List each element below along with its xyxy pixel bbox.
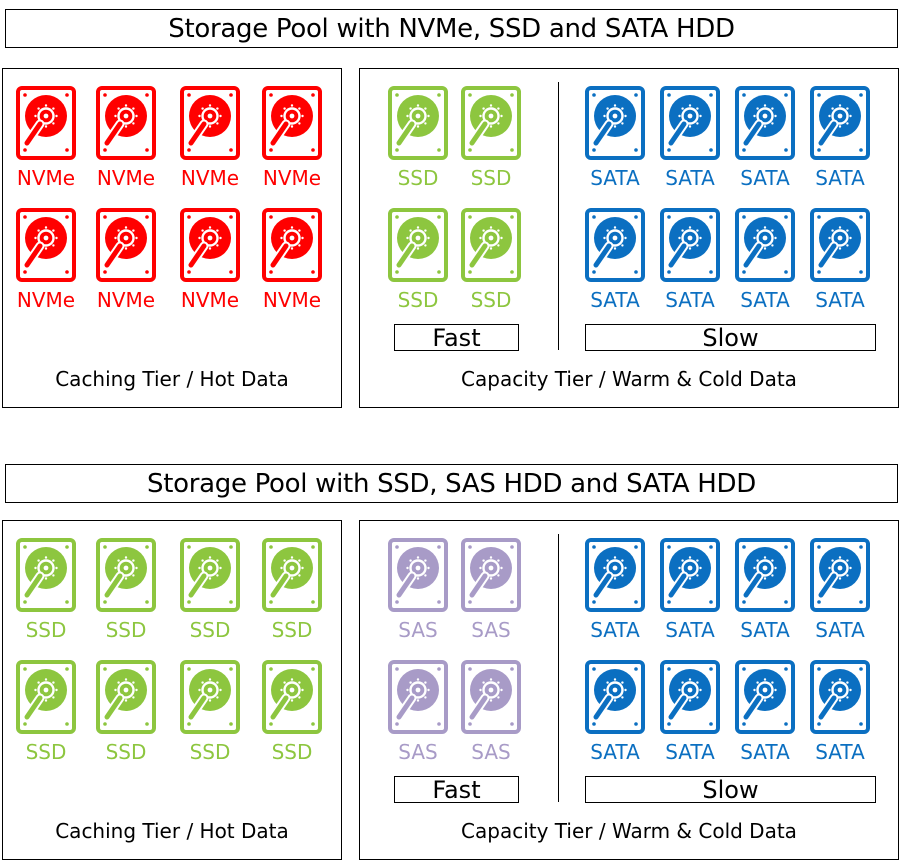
diagram-2-slow-sata-drive-icon-3	[735, 538, 795, 612]
diagram-1-caching-tier-panel	[2, 68, 342, 408]
diagram-2-slow-drive-label-7: SATA	[740, 740, 790, 764]
diagram-1-capacity-tier-caption: Capacity Tier / Warm & Cold Data	[461, 367, 797, 391]
diagram-1-slow-drive-label-8: SATA	[815, 288, 865, 312]
diagram-1-slow-box: Slow	[585, 324, 876, 352]
diagram-1-caching-tier-caption: Caching Tier / Hot Data	[55, 367, 289, 391]
diagram-1-slow-sata-drive-icon-2	[660, 86, 720, 160]
diagram-1-caching-drive-label-7: NVMe	[180, 288, 240, 312]
diagram-2-slow-sata-drive-icon-7	[735, 660, 795, 734]
diagram-1-slow-drive-label-6: SATA	[665, 288, 715, 312]
diagram-1-slow-sata-drive-icon-5	[585, 208, 645, 282]
diagram-1-caching-drive-label-4: NVMe	[262, 166, 322, 190]
diagram-1-slow-sata-drive-icon-3	[735, 86, 795, 160]
diagram-2-slow-drive-label-3: SATA	[740, 618, 790, 642]
diagram-1-fast-drive-label-2: SSD	[470, 166, 512, 190]
diagram-2-fast-drive-label-1: SAS	[398, 618, 438, 642]
diagram-1-slow-sata-drive-icon-4	[810, 86, 870, 160]
diagram-2-caching-drive-label-7: SSD	[189, 740, 231, 764]
diagram-2-caching-ssd-drive-icon-6	[96, 660, 156, 734]
diagram-1-caching-nvme-drive-icon-2	[96, 86, 156, 160]
diagram-2-capacity-tier-panel	[359, 520, 899, 860]
diagram-2-slow-sata-drive-icon-2	[660, 538, 720, 612]
diagram-1-fast-drive-label-3: SSD	[397, 288, 439, 312]
diagram-2-capacity-tier-caption: Capacity Tier / Warm & Cold Data	[461, 819, 797, 843]
diagram-2-caching-ssd-drive-icon-2	[96, 538, 156, 612]
diagram-1-caching-drive-label-8: NVMe	[262, 288, 322, 312]
diagram-2-caching-ssd-drive-icon-3	[180, 538, 240, 612]
diagram-1-title: Storage Pool with NVMe, SSD and SATA HDD	[5, 9, 898, 48]
diagram-2-title: Storage Pool with SSD, SAS HDD and SATA …	[5, 464, 898, 503]
diagram-2-fast-sas-drive-icon-2	[461, 538, 521, 612]
diagram-1-slow-drive-label-1: SATA	[590, 166, 640, 190]
diagram-2-slow-drive-label-1: SATA	[590, 618, 640, 642]
diagram-2-caching-drive-label-4: SSD	[271, 618, 313, 642]
diagram-1-fast-drive-label-1: SSD	[397, 166, 439, 190]
diagram-2-caching-tier-caption: Caching Tier / Hot Data	[55, 819, 289, 843]
diagram-2-caching-ssd-drive-icon-5	[16, 660, 76, 734]
diagram-1-caching-drive-label-5: NVMe	[16, 288, 76, 312]
diagram-1-caching-nvme-drive-icon-3	[180, 86, 240, 160]
diagram-2-slow-sata-drive-icon-8	[810, 660, 870, 734]
diagram-1-tier-divider	[558, 82, 559, 350]
diagram-1-fast-ssd-drive-icon-2	[461, 86, 521, 160]
diagram-1-caching-drive-label-6: NVMe	[96, 288, 156, 312]
diagram-1-fast-ssd-drive-icon-3	[388, 208, 448, 282]
diagram-1-caching-nvme-drive-icon-4	[262, 86, 322, 160]
diagram-1-caching-nvme-drive-icon-7	[180, 208, 240, 282]
diagram-2-caching-ssd-drive-icon-1	[16, 538, 76, 612]
diagram-2-fast-sas-drive-icon-1	[388, 538, 448, 612]
diagram-2-slow-sata-drive-icon-6	[660, 660, 720, 734]
diagram-1-slow-drive-label-5: SATA	[590, 288, 640, 312]
diagram-2-caching-drive-label-8: SSD	[271, 740, 313, 764]
diagram-1-slow-sata-drive-icon-1	[585, 86, 645, 160]
diagram-2-fast-sas-drive-icon-4	[461, 660, 521, 734]
diagram-2-caching-drive-label-6: SSD	[105, 740, 147, 764]
diagram-1-slow-drive-label-4: SATA	[815, 166, 865, 190]
diagram-2-fast-drive-label-4: SAS	[471, 740, 511, 764]
diagram-2-fast-box: Fast	[394, 776, 519, 804]
diagram-1-slow-sata-drive-icon-6	[660, 208, 720, 282]
diagram-2-slow-drive-label-6: SATA	[665, 740, 715, 764]
diagram-1-caching-drive-label-3: NVMe	[180, 166, 240, 190]
diagram-2-caching-ssd-drive-icon-4	[262, 538, 322, 612]
diagram-2-caching-ssd-drive-icon-8	[262, 660, 322, 734]
diagram-2-fast-drive-label-3: SAS	[398, 740, 438, 764]
diagram-1-caching-nvme-drive-icon-1	[16, 86, 76, 160]
diagram-2-caching-tier-panel	[2, 520, 342, 860]
diagram-1-slow-sata-drive-icon-8	[810, 208, 870, 282]
diagram-2-fast-sas-drive-icon-3	[388, 660, 448, 734]
diagram-2-slow-sata-drive-icon-5	[585, 660, 645, 734]
diagram-2-slow-drive-label-8: SATA	[815, 740, 865, 764]
diagram-1-fast-box: Fast	[394, 324, 519, 352]
diagram-2-caching-drive-label-5: SSD	[25, 740, 67, 764]
diagram-2-slow-drive-label-2: SATA	[665, 618, 715, 642]
diagram-1-slow-drive-label-2: SATA	[665, 166, 715, 190]
diagram-1-caching-nvme-drive-icon-6	[96, 208, 156, 282]
diagram-2-slow-box: Slow	[585, 776, 876, 804]
diagram-1-fast-ssd-drive-icon-4	[461, 208, 521, 282]
diagram-1-slow-sata-drive-icon-7	[735, 208, 795, 282]
diagram-1-slow-drive-label-3: SATA	[740, 166, 790, 190]
diagram-1-caching-drive-label-2: NVMe	[96, 166, 156, 190]
diagram-1-caching-nvme-drive-icon-5	[16, 208, 76, 282]
diagram-1-fast-drive-label-4: SSD	[470, 288, 512, 312]
diagram-2-slow-sata-drive-icon-1	[585, 538, 645, 612]
diagram-1-caching-drive-label-1: NVMe	[16, 166, 76, 190]
diagram-1-fast-ssd-drive-icon-1	[388, 86, 448, 160]
diagram-2-slow-drive-label-4: SATA	[815, 618, 865, 642]
diagram-2-slow-sata-drive-icon-4	[810, 538, 870, 612]
diagram-2-caching-ssd-drive-icon-7	[180, 660, 240, 734]
diagram-2-caching-drive-label-1: SSD	[25, 618, 67, 642]
diagram-2-tier-divider	[558, 534, 559, 802]
diagram-2-caching-drive-label-2: SSD	[105, 618, 147, 642]
diagram-1-capacity-tier-panel	[359, 68, 899, 408]
diagram-2-slow-drive-label-5: SATA	[590, 740, 640, 764]
diagram-2-fast-drive-label-2: SAS	[471, 618, 511, 642]
diagram-1-slow-drive-label-7: SATA	[740, 288, 790, 312]
diagram-2-caching-drive-label-3: SSD	[189, 618, 231, 642]
diagram-1-caching-nvme-drive-icon-8	[262, 208, 322, 282]
